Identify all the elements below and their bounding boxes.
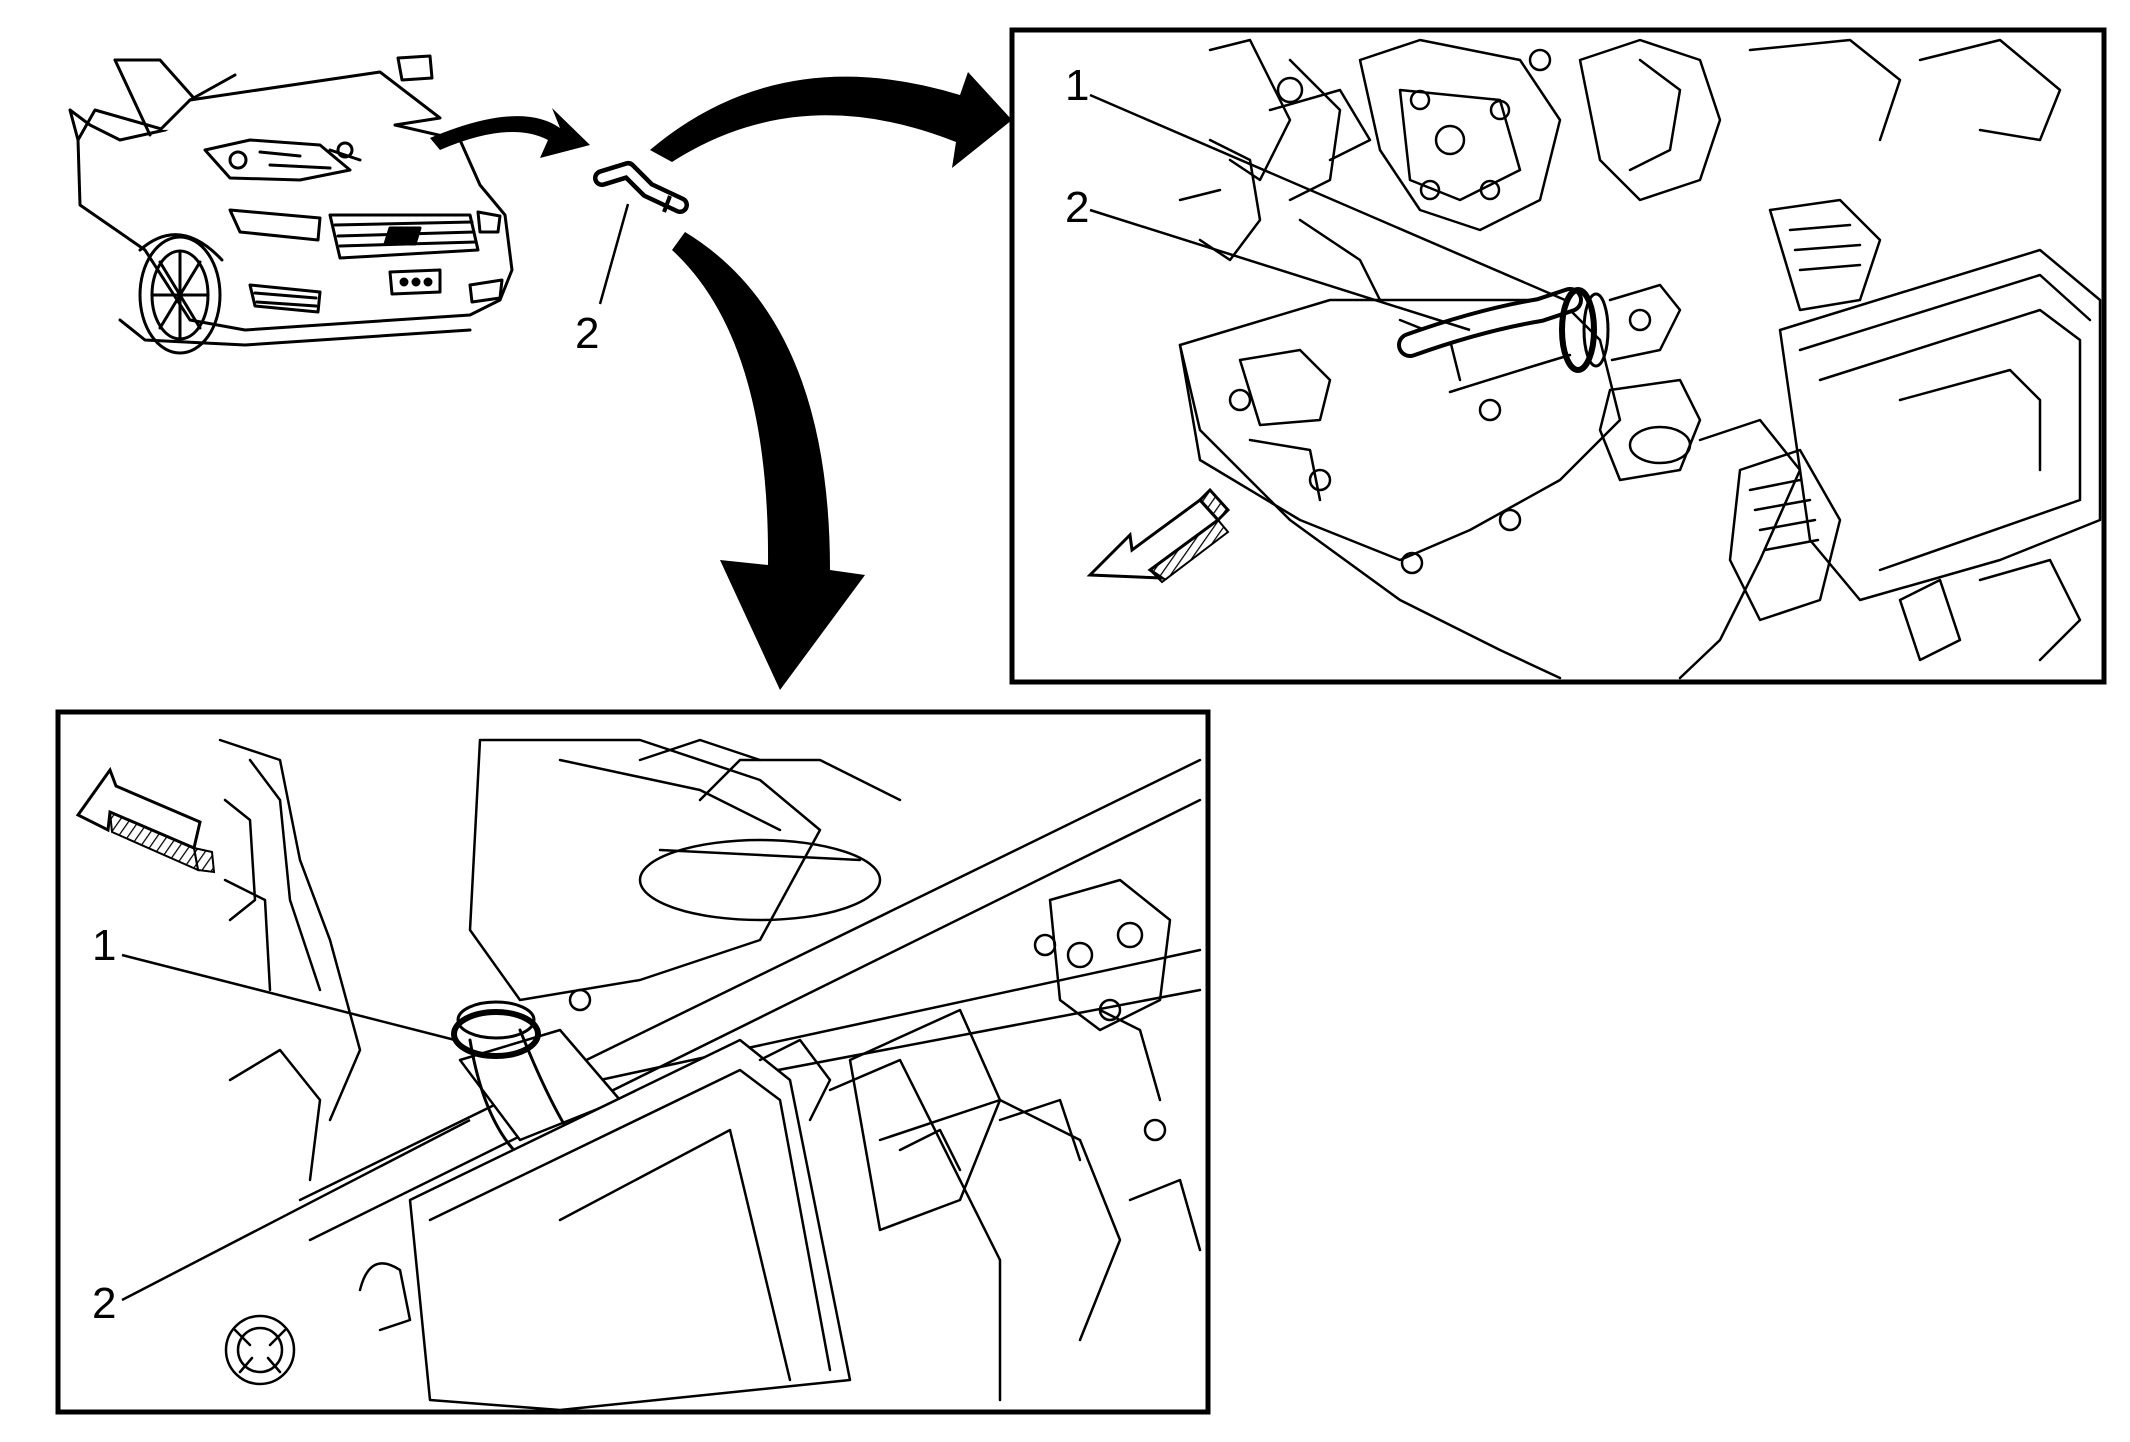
overview-callout-2: 2 [575, 203, 630, 358]
vehicle-front-direction-icon [75, 766, 216, 874]
detail-bottom-callout-2-label: 2 [92, 1279, 116, 1328]
detail-top-callout-2-label: 2 [1065, 183, 1089, 232]
detail-panel-top: 1 2 [1009, 27, 2107, 685]
hose-icon [593, 161, 689, 214]
detail-top-callout-2: 2 [1065, 183, 1471, 332]
vehicle-front-direction-icon [1086, 487, 1231, 584]
detail-bottom-callout-2: 2 [92, 1118, 471, 1328]
detail-panel-bottom: 1 2 [55, 709, 1211, 1415]
overview-callout-2-label: 2 [575, 309, 599, 358]
detail-bottom-callout-1: 1 [92, 921, 456, 1042]
detail-bottom-callout-1-label: 1 [92, 921, 116, 970]
detail-top-callout-1: 1 [1065, 61, 1566, 302]
vehicle-front-icon [68, 54, 514, 355]
pointer-arrow-icon [430, 72, 1012, 690]
detail-top-callout-1-label: 1 [1065, 61, 1089, 110]
